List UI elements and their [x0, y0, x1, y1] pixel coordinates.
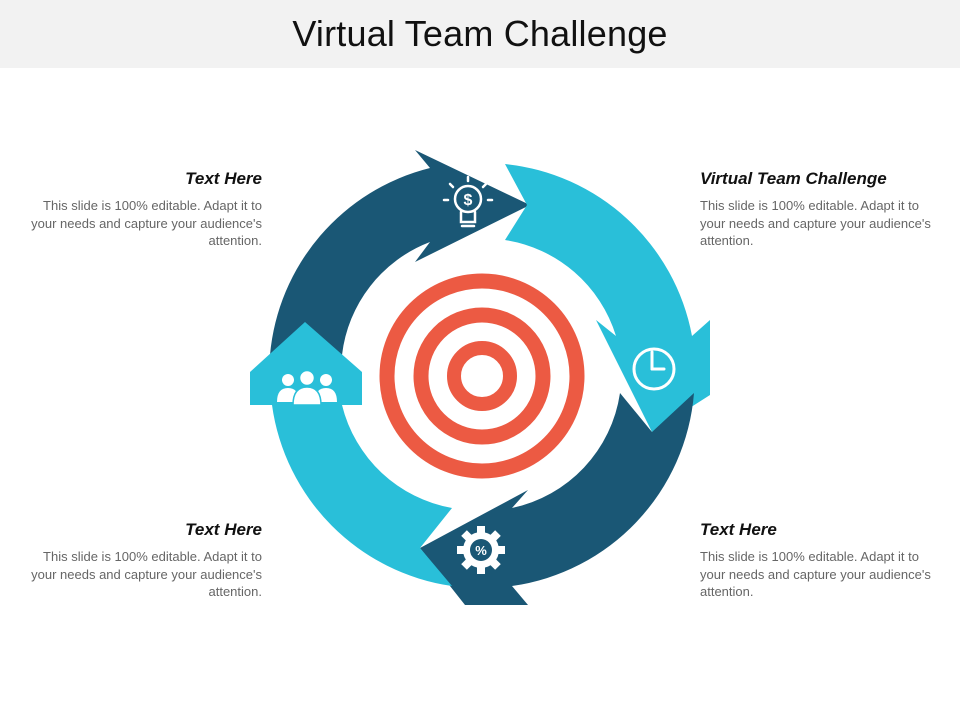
target-icon	[379, 273, 585, 479]
text-block-heading: Text Here	[185, 520, 262, 539]
lightbulb-dollar-icon: $	[442, 175, 494, 228]
svg-text:$: $	[464, 192, 473, 209]
gear-percent-icon: %	[457, 526, 505, 574]
text-block-body: This slide is 100% editable. Adapt it to…	[700, 198, 931, 248]
clock-icon	[632, 347, 676, 391]
text-block-heading: Text Here	[185, 169, 262, 188]
title-bar: Virtual Team Challenge	[0, 0, 960, 68]
arrow-segment-top-left	[270, 150, 530, 355]
team-icon	[277, 369, 337, 406]
text-block-bottom-right: Text Here This slide is 100% editable. A…	[700, 520, 940, 601]
text-block-bottom-left: Text Here This slide is 100% editable. A…	[22, 520, 262, 601]
slide-title: Virtual Team Challenge	[292, 13, 668, 54]
text-block-heading: Text Here	[700, 520, 777, 539]
text-block-body: This slide is 100% editable. Adapt it to…	[31, 198, 262, 248]
text-block-heading: Virtual Team Challenge	[700, 169, 887, 188]
arrow-segment-top-right	[505, 164, 710, 432]
svg-text:%: %	[475, 543, 487, 558]
text-block-body: This slide is 100% editable. Adapt it to…	[31, 549, 262, 599]
text-block-body: This slide is 100% editable. Adapt it to…	[700, 549, 931, 599]
text-block-top-right: Virtual Team Challenge This slide is 100…	[700, 169, 940, 250]
text-block-top-left: Text Here This slide is 100% editable. A…	[22, 169, 262, 250]
